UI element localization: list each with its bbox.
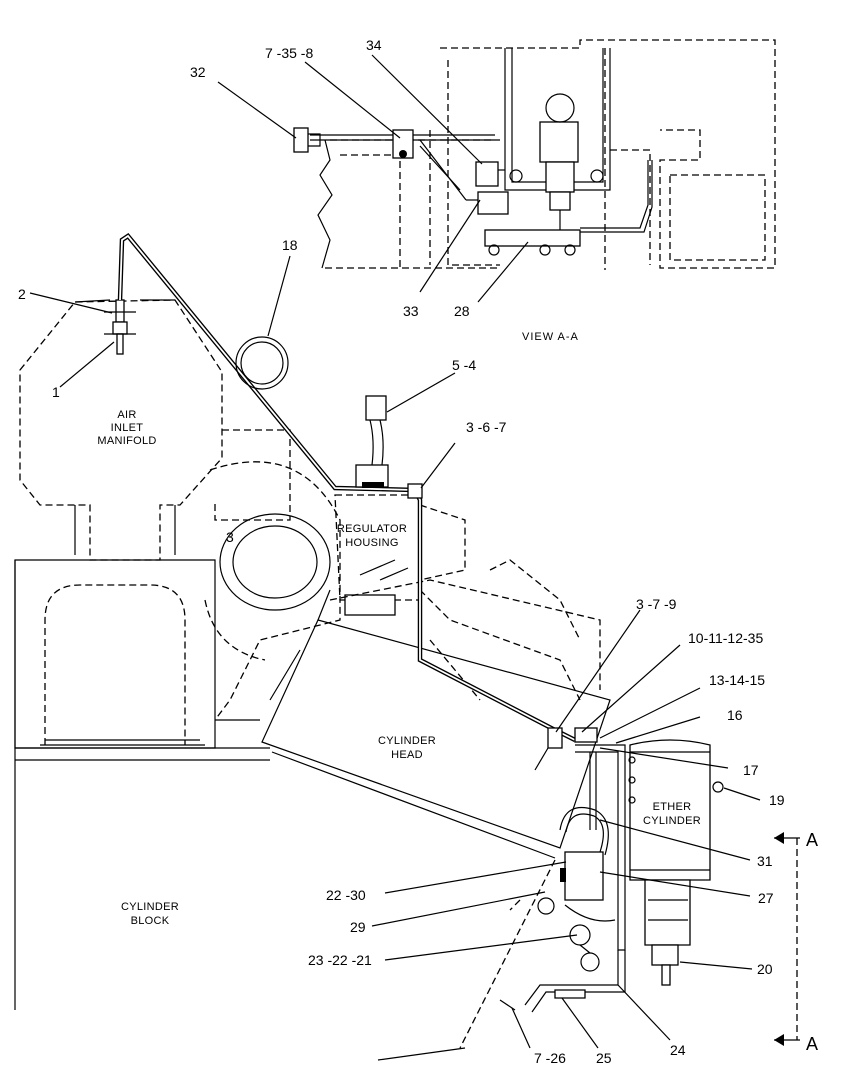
view-a-a-title: VIEW A-A [522,331,579,343]
callout-23-22-21: 23 -22 -21 [308,952,372,968]
callout-2: 2 [18,286,26,302]
callout-28: 28 [454,303,470,319]
ether-cylinder-assembly [377,739,724,1061]
callout-3: 3 [226,529,234,545]
callout-3-7-9: 3 -7 -9 [636,596,677,612]
label-cylinder-block-1: CYLINDER [121,901,179,913]
view-a-a-inset [293,39,776,270]
callout-3-6-7: 3 -6 -7 [466,419,507,435]
callout-10-11-12-35: 10-11-12-35 [688,630,763,646]
section-marker-bottom: A [806,1034,818,1054]
callout-27: 27 [758,890,774,906]
callout-16: 16 [727,707,743,723]
callout-32: 32 [190,64,206,80]
cylinder-head [261,559,611,859]
air-inlet-manifold [19,299,291,561]
callout-22-30: 22 -30 [326,887,366,903]
cylinder-block [14,461,341,1010]
label-ether-cylinder-2: CYLINDER [643,815,701,827]
callout-5-4: 5 -4 [452,357,476,373]
callout-13-14-15: 13-14-15 [709,672,765,688]
callout-1: 1 [52,384,60,400]
section-marker-top: A [806,830,818,850]
callout-20: 20 [757,961,773,977]
callout-29: 29 [350,919,366,935]
label-cylinder-head-1: CYLINDER [378,735,436,747]
ether-supply-tubing [117,232,598,771]
ether-atomizer-nozzle [104,299,136,355]
callout-labels: 32 7 -35 -8 34 33 28 18 2 1 5 -4 3 -6 -7… [18,37,785,1066]
callout-7-26: 7 -26 [534,1050,566,1066]
regulator-housing [334,494,466,616]
callout-33: 33 [403,303,419,319]
callout-17: 17 [743,762,759,778]
label-air-inlet-manifold-1: AIR [117,409,136,421]
leader-lines [29,54,761,1049]
label-regulator-housing-2: HOUSING [345,537,398,549]
callout-25: 25 [596,1050,612,1066]
callout-18: 18 [282,237,298,253]
callout-34: 34 [366,37,382,53]
callout-7-35-8: 7 -35 -8 [265,45,313,61]
label-regulator-housing-1: REGULATOR [337,523,407,535]
area-labels: VIEW A-A AIR INLET MANIFOLD REGULATOR HO… [97,331,701,927]
label-ether-cylinder-1: ETHER [653,801,692,813]
callout-31: 31 [757,853,773,869]
label-cylinder-head-2: HEAD [391,749,423,761]
label-air-inlet-manifold-3: MANIFOLD [97,435,156,447]
section-marker-a-a: A A [774,830,818,1054]
label-air-inlet-manifold-2: INLET [111,422,144,434]
label-cylinder-block-2: BLOCK [131,915,170,927]
callout-19: 19 [769,792,785,808]
callout-24: 24 [670,1042,686,1058]
